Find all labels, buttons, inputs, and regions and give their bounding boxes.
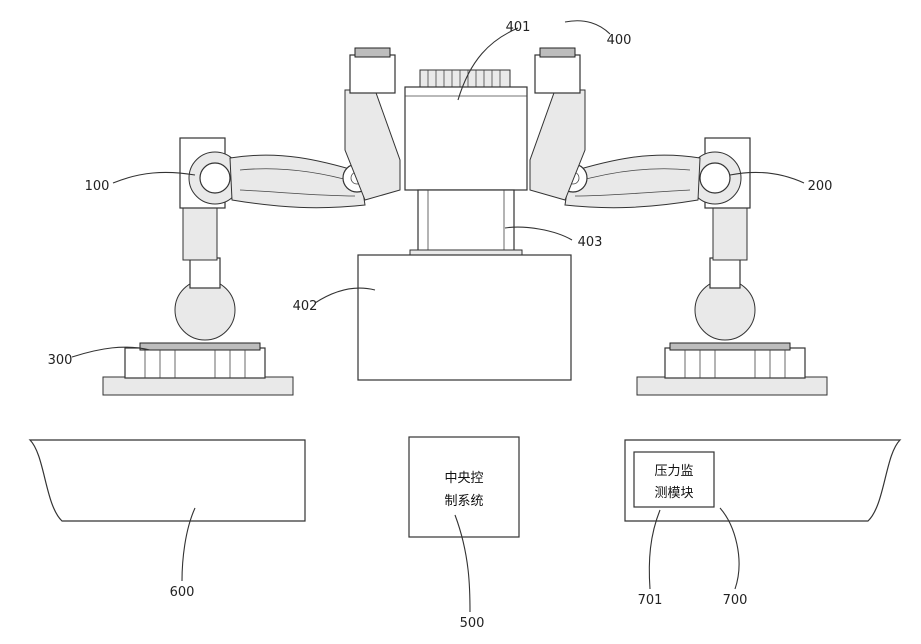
right-base-rail xyxy=(670,343,790,350)
label-402: 402 xyxy=(293,299,318,314)
left-base-plate xyxy=(103,377,293,395)
column-head-401 xyxy=(405,87,527,190)
right-shoulder-cap xyxy=(535,55,580,93)
label-700: 700 xyxy=(723,593,748,608)
left-base-fixture xyxy=(125,348,265,378)
left-robot-arm xyxy=(103,48,400,395)
left-forearm xyxy=(183,205,217,260)
central-control-block xyxy=(409,437,519,537)
central-control-line2: 制系统 xyxy=(444,494,483,509)
column-flange xyxy=(410,250,522,255)
label-400: 400 xyxy=(607,33,632,48)
label-401: 401 xyxy=(506,20,531,35)
left-shoulder-cap xyxy=(350,55,395,93)
column-base-402 xyxy=(358,255,571,380)
label-500: 500 xyxy=(460,616,485,631)
central-control-line1: 中央控 xyxy=(444,471,483,486)
label-100: 100 xyxy=(85,179,110,194)
conveyor-600 xyxy=(30,440,305,521)
right-base-fixture xyxy=(665,348,805,378)
left-wrist-joint xyxy=(190,258,220,288)
right-robot-arm xyxy=(530,48,827,395)
column-top-cap xyxy=(420,70,510,87)
right-wrist-ball xyxy=(695,280,755,340)
pressure-module-line1: 压力监 xyxy=(654,464,693,479)
left-base-rail xyxy=(140,343,260,350)
right-base-plate xyxy=(637,377,827,395)
right-forearm xyxy=(713,205,747,260)
label-200: 200 xyxy=(808,179,833,194)
label-403: 403 xyxy=(578,235,603,250)
right-wrist-joint xyxy=(710,258,740,288)
column-post-403 xyxy=(418,190,514,252)
central-column xyxy=(358,70,571,380)
left-wrist-ball xyxy=(175,280,235,340)
pressure-module-line2: 测模块 xyxy=(654,486,693,501)
label-701: 701 xyxy=(638,593,663,608)
label-300: 300 xyxy=(48,353,73,368)
label-600: 600 xyxy=(170,585,195,600)
